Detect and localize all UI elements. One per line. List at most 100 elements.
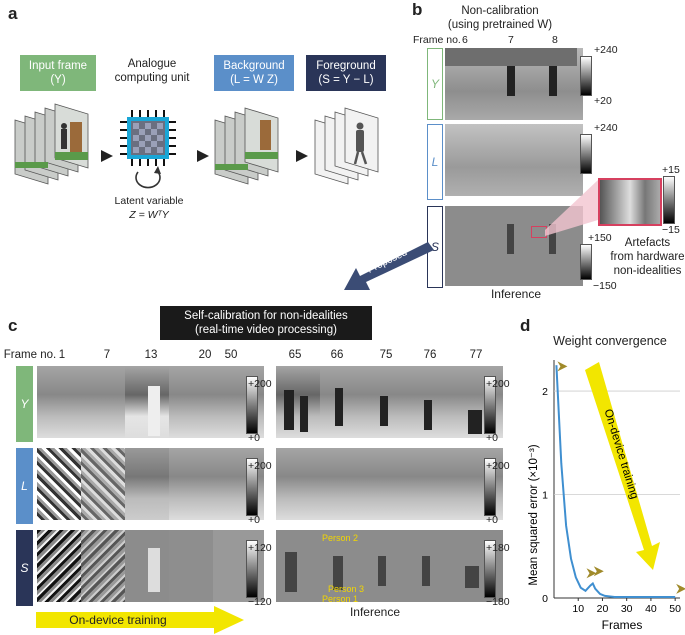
c-tile-s-20 (169, 530, 220, 602)
c-s-right-max: +180 (486, 542, 510, 554)
b-frame-label: Frame no. (413, 34, 461, 46)
c-y-left-max: +200 (248, 378, 272, 390)
b-tile-l-7 (489, 124, 539, 196)
x-tick-label: 30 (621, 603, 633, 615)
latent-text: Latent variable (114, 195, 184, 207)
c-tile-l-1 (37, 448, 88, 520)
arrow-right-icon (197, 150, 209, 162)
input-frame-stack (14, 103, 89, 185)
c-frame-76: 76 (423, 349, 437, 361)
artefacts-line3: non-idealities (613, 265, 682, 277)
c-tile-l-7 (81, 448, 132, 520)
c-frame-66: 66 (330, 349, 344, 361)
mse-curve (555, 365, 676, 598)
c-title-line1: Self-calibration for non-idealities (184, 310, 348, 322)
b-artefact-zoom (598, 178, 662, 226)
c-tile-l-76 (408, 448, 459, 520)
d-ylabel: Mean squared error (×10⁻³) (528, 444, 540, 585)
analogue-label-line2: computing unit (114, 72, 190, 84)
chip-icon (120, 110, 176, 166)
foreground-frame-stack (314, 107, 379, 185)
c-row-tag-y: Y (16, 366, 33, 442)
c-y-right-max: +200 (486, 378, 510, 390)
b-title-line2: (using pretrained W) (447, 19, 553, 31)
c-tile-l-20 (169, 448, 220, 520)
marker-arrowhead (557, 361, 568, 372)
b-row-tag-y: Y (427, 48, 443, 120)
input-frame-box: Input frame (Y) (20, 55, 96, 91)
c-frame-50: 50 (224, 349, 238, 361)
c-frame-7: 7 (103, 349, 111, 361)
panel-d-letter: d (520, 316, 531, 335)
c-tile-s-7 (81, 530, 132, 602)
c-s-right-min: −180 (486, 596, 510, 608)
b-l-max: +240 (594, 122, 618, 134)
b-tile-s-6 (445, 206, 495, 286)
b-frame-7: 7 (508, 34, 514, 46)
c-training-arrow (36, 606, 244, 634)
b-y-min: +20 (594, 95, 612, 107)
b-person-overlays (445, 48, 577, 254)
d-title: Weight convergence (553, 334, 667, 348)
c-title-box: Self-calibration for non-idealities (rea… (160, 306, 372, 340)
c-tile-s-75 (364, 530, 415, 602)
y-tick-label: 2 (542, 386, 548, 398)
x-tick-label: 20 (597, 603, 609, 615)
c-tile-y-7 (81, 366, 132, 438)
latent-label: Latent variable Z = WᵀY (104, 194, 194, 222)
c-tile-y-1 (37, 366, 88, 438)
b-inference-label: Inference (490, 287, 542, 301)
c-colorbar-y-right (484, 376, 496, 434)
c-tile-s-66 (320, 530, 371, 602)
c-l-right-min: +0 (486, 514, 498, 526)
c-l-right-max: +200 (486, 460, 510, 472)
y-tick-label: 1 (542, 490, 548, 502)
b-artefacts-label: Artefacts from hardware non-idealities (610, 236, 685, 278)
b-frame-6: 6 (462, 34, 468, 46)
b-y-max: +240 (594, 44, 618, 56)
d-xlabel: Frames (602, 618, 643, 632)
b-s-min: −150 (593, 280, 617, 292)
artefacts-line1: Artefacts (624, 237, 671, 249)
c-on-device-label: On-device training (69, 613, 167, 627)
foreground-box: Foreground (S = Y − L) (306, 55, 386, 91)
marker-arrowhead (593, 566, 604, 577)
background-label: Background (223, 60, 285, 72)
b-art-min: −15 (662, 224, 680, 236)
b-artefact-zoom-shade (545, 180, 598, 236)
marker-arrowhead (676, 583, 685, 594)
arrow-right-icon (296, 150, 308, 162)
b-s-max: +150 (588, 232, 612, 244)
b-tile-l-6 (445, 124, 495, 196)
analogue-label-line1: Analogue (127, 58, 177, 70)
c-y-right-min: +0 (486, 432, 498, 444)
b-colorbar-artefact (663, 176, 675, 224)
c-colorbar-l-right (484, 458, 496, 516)
background-box: Background (L = W Z) (214, 55, 294, 91)
c-colorbar-s-left (246, 540, 258, 598)
artefacts-line2: from hardware (610, 251, 685, 263)
panel-a-letter: a (8, 4, 18, 23)
c-tile-l-65 (276, 448, 327, 520)
d-training-arrow (585, 362, 660, 570)
c-tile-y-76 (408, 366, 459, 438)
x-tick-label: 10 (572, 603, 584, 615)
c-tile-s-1 (37, 530, 88, 602)
x-tick-label: 40 (645, 603, 657, 615)
analogue-label: Analogue computing unit (102, 57, 202, 85)
c-colorbar-l-left (246, 458, 258, 516)
c-s-left-max: +120 (248, 542, 272, 554)
c-row-tag-s: S (16, 530, 33, 606)
arrow-right-icon (101, 150, 113, 162)
background-eq: (L = W Z) (230, 74, 278, 86)
c-frame-1: 1 (58, 349, 66, 361)
input-frame-label: Input frame (28, 60, 88, 72)
d-arrow-label: On-device training (601, 408, 640, 501)
person-2-label: Person 2 (322, 533, 359, 543)
marker-arrowhead (586, 568, 597, 579)
b-art-max: +15 (662, 164, 680, 176)
c-frame-65: 65 (288, 349, 302, 361)
c-colorbar-s-right (484, 540, 496, 598)
b-frame-8: 8 (552, 34, 558, 46)
